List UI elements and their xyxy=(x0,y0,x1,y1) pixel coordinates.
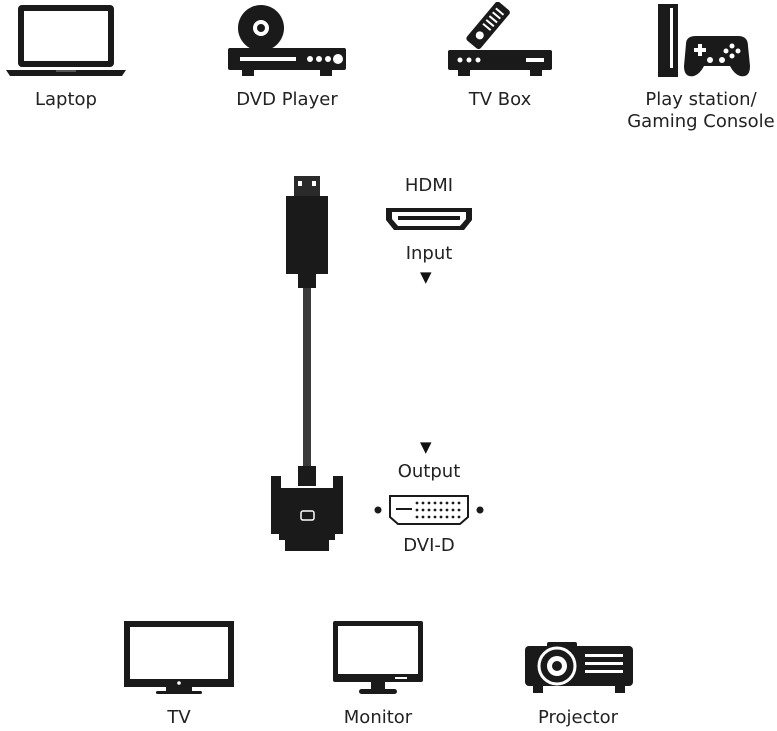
dvd-player-device xyxy=(226,4,348,78)
input-arrow-icon: ▼ xyxy=(420,268,432,286)
cable-cord xyxy=(303,288,311,466)
hdmi-label: HDMI xyxy=(404,175,454,196)
laptop-icon xyxy=(6,5,126,76)
gaming-console-device xyxy=(656,2,752,78)
hdmi-to-dvi-cable xyxy=(271,176,343,551)
output-label: Output xyxy=(397,461,461,482)
laptop-label: Laptop xyxy=(35,89,97,110)
tv-box-icon xyxy=(448,2,552,76)
monitor-label: Monitor xyxy=(343,707,413,728)
input-label: Input xyxy=(405,243,453,264)
gaming-console-label-line2: Gaming Console xyxy=(627,111,775,132)
hdmi-plug-body xyxy=(286,196,328,274)
gaming-console-icon xyxy=(658,4,750,77)
dvd-player-label: DVD Player xyxy=(236,89,338,110)
dvd-player-icon xyxy=(228,5,346,76)
projector-device xyxy=(523,640,635,696)
gaming-console-label-line1: Play station/ xyxy=(645,89,757,110)
projector-label: Projector xyxy=(538,707,618,728)
laptop-device xyxy=(4,2,128,78)
tv-box-device xyxy=(446,2,554,78)
dvi-d-label: DVI-D xyxy=(403,535,455,556)
output-arrow-icon: ▼ xyxy=(420,438,432,456)
gaming-console-label: Play station/ Gaming Console xyxy=(626,89,776,133)
tv-box-label: TV Box xyxy=(468,89,532,110)
monitor-icon xyxy=(333,621,423,694)
hdmi-plug-tip xyxy=(294,176,320,196)
dvi-d-port-icon xyxy=(374,495,484,525)
tv-device xyxy=(122,620,236,696)
tv-label: TV xyxy=(167,707,191,728)
monitor-device xyxy=(331,620,425,696)
hdmi-port-icon xyxy=(386,208,472,230)
projector-icon xyxy=(525,642,633,693)
dvi-plug-body xyxy=(271,476,343,540)
tv-icon xyxy=(124,621,234,694)
